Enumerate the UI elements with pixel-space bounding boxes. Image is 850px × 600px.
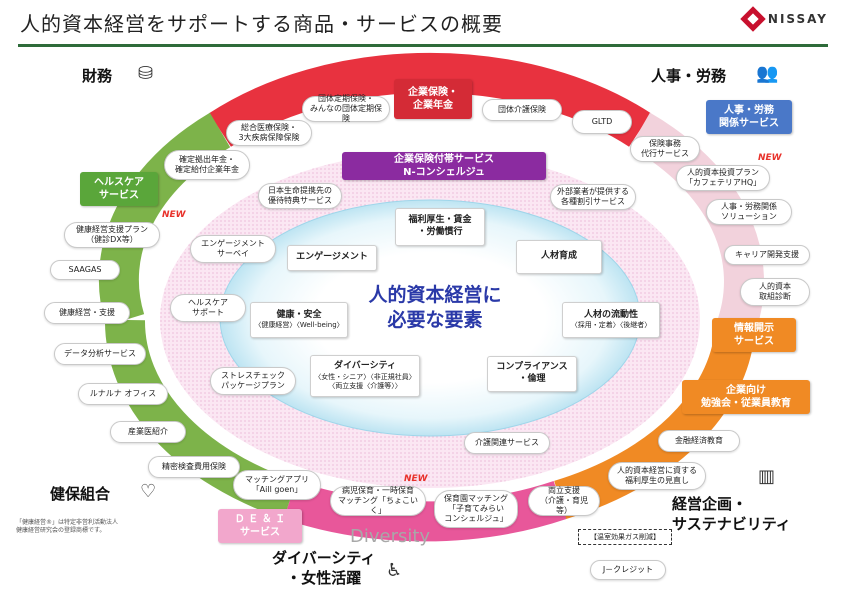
element-ryudosei-label: 人材の流動性	[583, 309, 638, 320]
service-jcredit[interactable]: J－クレジット	[590, 560, 666, 580]
service-kenko-keiei-plan[interactable]: 健康経営支援プラン （健診DX等）	[64, 222, 160, 248]
service-saagas[interactable]: SAAGAS	[50, 260, 120, 280]
people-chart-icon: 👥	[756, 63, 779, 84]
family-wheelchair-icon: ♿	[386, 560, 403, 581]
service-lunaluna[interactable]: ルナルナ オフィス	[78, 383, 168, 405]
service-jinji-sol[interactable]: 人事・労務関係 ソリューション	[706, 199, 792, 225]
service-byoji[interactable]: 病児保育・一時保育 マッチング「ちょこいく」	[330, 486, 426, 516]
service-kenko-keiei[interactable]: 健康経営・支援	[44, 302, 130, 324]
bar-chart-icon: ▥	[758, 466, 776, 487]
area-label-jinji: 人事・労務	[651, 67, 727, 85]
area-label-zaimu: 財務	[82, 67, 113, 85]
category-dei[interactable]: Ｄ Ｅ ＆ Ｉ サービス	[218, 509, 302, 543]
area-label-kenpo: 健保組合	[50, 485, 111, 503]
element-kenko-sub: 〈健康経営〉〈Well-being〉	[254, 321, 344, 330]
ring-segment-red	[209, 52, 651, 147]
title-divider	[18, 44, 828, 47]
logo-text: NISSAY	[767, 12, 828, 26]
service-waribiki[interactable]: 外部業者が提供する 各種割引サービス	[550, 184, 636, 210]
service-engage-survey[interactable]: エンゲージメント サーベイ	[190, 235, 276, 263]
service-yuutai[interactable]: 日本生命提携先の 優待特典サービス	[258, 183, 342, 209]
service-seimitsu[interactable]: 精密検査費用保険	[148, 456, 240, 478]
coins-icon: ⛁	[138, 63, 154, 84]
element-compliance: コンプライアンス ・倫理	[487, 356, 577, 392]
element-fukuri: 福利厚生・賃金 ・労働慣行	[395, 208, 485, 246]
service-kinyu[interactable]: 金融経済教育	[658, 430, 740, 452]
service-dantai[interactable]: 団体定期保険・ みんなの団体定期保険	[302, 94, 390, 123]
service-data[interactable]: データ分析サービス	[54, 343, 146, 365]
service-stress[interactable]: ストレスチェック パッケージプラン	[210, 367, 296, 395]
element-ryudosei: 人材の流動性 〈採用・定着〉〈後継者〉	[562, 302, 660, 338]
area-label-diversity: ダイバーシティ ・女性活躍	[272, 549, 376, 588]
element-jinzai: 人材育成	[516, 240, 602, 274]
service-hoikuen[interactable]: 保育園マッチング 「子育てみらい コンシェルジュ」	[434, 490, 518, 528]
service-hokenjimu[interactable]: 保険事務 代行サービス	[630, 136, 700, 162]
new-badge-kenko-plan: NEW	[162, 210, 186, 220]
footnote: 「健康経営®」は特定非営利活動法人 健康経営研究会の登録商標です。	[16, 519, 119, 534]
heart-hands-icon: ♡	[140, 481, 157, 502]
service-torikumi[interactable]: 人的資本 取組診断	[740, 278, 810, 306]
center-title: 人的資本経営に 必要な要素	[368, 284, 502, 331]
new-badge-byoji: NEW	[404, 474, 428, 484]
category-joho-kaiji[interactable]: 情報開示 サービス	[712, 318, 796, 352]
element-diversity-sub: 〈女性・シニア〉〈非正規社員〉 〈両立支援〈介護等〉〉	[314, 372, 416, 390]
service-cafeteria[interactable]: 人的資本投資プラン 「カフェテリアHQ」	[676, 165, 770, 191]
service-kaigo-kanren[interactable]: 介護関連サービス	[464, 432, 550, 454]
element-diversity: ダイバーシティ 〈女性・シニア〉〈非正規社員〉 〈両立支援〈介護等〉〉	[310, 355, 420, 397]
service-kokoro[interactable]: 人的資本経営に資する 福利厚生の見直し	[608, 462, 706, 490]
diversity-watermark: Diversity	[350, 526, 431, 547]
category-n-concierge[interactable]: 企業保険付帯サービス N-コンシェルジュ	[342, 152, 546, 180]
category-healthcare[interactable]: ヘルスケア サービス	[80, 172, 158, 206]
category-kigyo-hoken[interactable]: 企業保険・ 企業年金	[394, 79, 472, 119]
service-gltd[interactable]: GLTD	[572, 110, 632, 134]
service-ryoritsu[interactable]: 両立支援 （介護・育児等）	[528, 486, 600, 516]
service-career[interactable]: キャリア開発支援	[724, 245, 810, 265]
service-kaigo[interactable]: 団体介護保険	[482, 99, 562, 121]
element-kenko: 健康・安全 〈健康経営〉〈Well-being〉	[250, 302, 348, 338]
category-jinji-service[interactable]: 人事・労務 関係サービス	[706, 100, 792, 134]
category-benkyokai[interactable]: 企業向け 勉強会・従業員教育	[682, 380, 810, 414]
element-diversity-label: ダイバーシティ	[333, 361, 397, 372]
element-engagement: エンゲージメント	[287, 245, 377, 271]
new-badge-cafeteria: NEW	[758, 153, 782, 163]
service-health-support[interactable]: ヘルスケア サポート	[170, 294, 246, 322]
nissay-logo: NISSAY	[740, 6, 828, 32]
element-ryudosei-sub: 〈採用・定着〉〈後継者〉	[570, 321, 652, 330]
service-matching[interactable]: マッチングアプリ 「Aill goen」	[233, 470, 321, 500]
service-kakutei[interactable]: 確定拠出年金・ 確定給付企業年金	[164, 150, 250, 180]
onshitsu-label: 【温室効果ガス削減】	[578, 529, 672, 545]
area-label-keiei: 経営企画・ サステナビリティ	[672, 495, 791, 534]
service-sogo[interactable]: 総合医療保険・ 3大疾病保障保険	[226, 120, 312, 146]
ring-segment-pink	[283, 481, 567, 542]
element-kenko-label: 健康・安全	[276, 309, 322, 320]
page-title: 人的資本経営をサポートする商品・サービスの概要	[20, 12, 503, 36]
service-sangyoi[interactable]: 産業医紹介	[110, 421, 186, 443]
